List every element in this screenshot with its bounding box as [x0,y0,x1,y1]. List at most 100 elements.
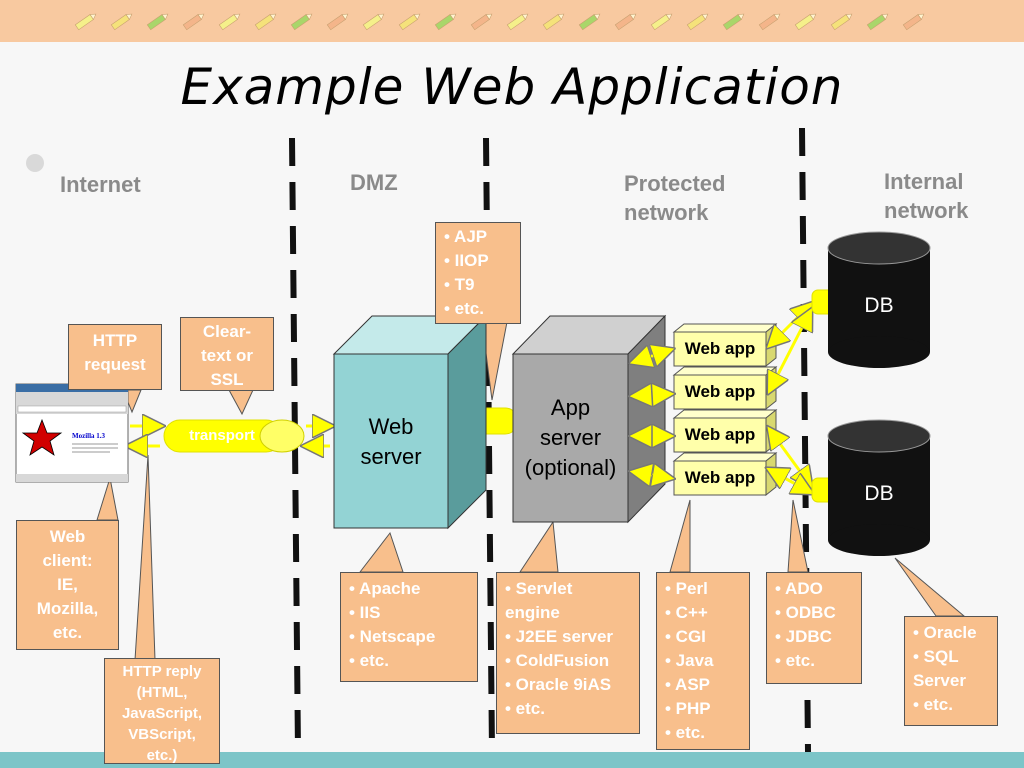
pencil-icon [326,13,349,31]
callout-app-server-item: • ColdFusion [505,651,610,670]
browser-logo-text: Mozilla 1.3 [72,432,106,440]
web-server-label-line-1: Web [368,414,414,439]
callout-web-client-line: etc. [52,623,83,642]
callout-web-client: Web client: IE, Mozilla, etc. [16,520,119,650]
browser-window: Mozilla 1.3 [15,383,129,483]
pointer-languages [669,499,691,573]
callout-web-server-item: • IIS [349,603,381,622]
pointer-cleartext [228,389,254,416]
pencil-icon [74,13,97,31]
callout-db-product-item: • SQL [913,647,959,666]
callout-app-server-item: engine [505,603,560,622]
pointer-db-products [894,557,966,617]
callout-language-item: • PHP [665,699,711,718]
mozilla-star-icon [21,418,63,456]
database-cylinder-1 [827,231,931,368]
zone-protected-line-2: network [624,200,709,225]
callout-http-reply-line: JavaScript, [121,705,203,722]
pencil-icon [398,13,421,31]
pencil-icon [758,13,781,31]
callout-db-access-item: • etc. [775,651,815,670]
zone-label-protected-network: Protected network [624,169,725,227]
pointer-web-client [96,477,119,521]
callout-web-server-products: • Apache • IIS • Netscape • etc. [340,572,478,682]
callout-cleartext-line: SSL [210,370,244,389]
callout-language-item: • Perl [665,579,708,598]
callout-web-client-line: client: [42,551,93,570]
callout-db-access-item: • JDBC [775,627,832,646]
pointer-app-servers [519,520,559,573]
page-title: Example Web Application [180,58,844,116]
callout-web-server-item: • Netscape [349,627,436,646]
web-app-label-1: Web app [684,339,756,358]
callout-app-server-item: • Servlet [505,579,573,598]
pencil-icon [578,13,601,31]
pencil-pattern [74,13,925,31]
callout-http-reply-line: (HTML, [136,684,188,701]
callout-cleartext-line: Clear- [202,322,252,341]
web-server-block [332,314,488,530]
callout-app-server-products: • Servlet engine • J2EE server • ColdFus… [496,572,640,734]
pencil-icon [110,13,133,31]
database-label-2: DB [864,482,894,505]
callout-web-server-item: • Apache [349,579,421,598]
pencil-icon [506,13,529,31]
pencil-icon [146,13,169,31]
callout-language-item: • Java [665,651,714,670]
callout-http-request: HTTP request [68,324,162,390]
pencil-icon [722,13,745,31]
pencil-icon [794,13,817,31]
zone-internal-line-1: Internal [884,169,964,194]
callout-http-reply: HTTP reply (HTML, JavaScript, VBScript, … [104,658,220,764]
callout-web-server-item: • etc. [349,651,389,670]
pencil-icon [470,13,493,31]
webapp-db-arrows [770,305,810,492]
callout-http-reply-line: HTTP reply [122,663,202,680]
zone-internet-line: Internet [60,172,141,197]
callout-db-access: • ADO • ODBC • JDBC • etc. [766,572,862,684]
pointer-web-servers [358,531,404,573]
zone-label-dmz: DMZ [350,168,398,197]
pencil-icon [254,13,277,31]
pencil-icon [434,13,457,31]
callout-http-reply-line: VBScript, [128,726,196,743]
web-app-label-2: Web app [684,382,756,401]
app-webapp-arrows [634,350,670,478]
pencil-icon [902,13,925,31]
callout-protocols-item: • AJP [444,227,488,246]
pointer-http-reply [134,454,156,661]
app-server-label-line-1: App [550,395,591,420]
callout-web-client-line: IE, [57,575,78,594]
web-app-label-4: Web app [684,468,756,487]
pencil-icon [830,13,853,31]
callout-db-products: • Oracle • SQL Server • etc. [904,616,998,726]
pencil-icon [182,13,205,31]
callout-language-item: • CGI [665,627,706,646]
callout-protocols: • AJP • IIOP • T9 • etc. [435,222,521,324]
app-server-label: App server (optional) [508,393,633,483]
web-server-label: Web server [334,412,448,472]
app-server-label-line-3: (optional) [524,455,617,480]
zone-protected-line-1: Protected [624,171,726,196]
callout-http-reply-line: etc.) [146,747,178,764]
callout-http-request-line: request [84,355,146,374]
database-label-1: DB [864,294,894,317]
callout-web-client-line: Web [49,527,86,546]
callout-db-product-item: • etc. [913,695,953,714]
top-decorative-banner [0,0,1024,42]
bullet-dot [26,154,44,172]
pencil-icon [542,13,565,31]
bottom-decorative-banner [0,752,1024,768]
transport-pipe [163,419,305,453]
callout-db-product-item: Server [913,671,966,690]
callout-languages: • Perl • C++ • CGI • Java • ASP • PHP • … [656,572,750,750]
zone-label-internet: Internet [60,170,141,199]
transport-label: transport [189,427,255,444]
callout-cleartext-ssl: Clear- text or SSL [180,317,274,391]
app-server-block [511,314,667,524]
callout-db-access-item: • ADO [775,579,823,598]
callout-language-item: • etc. [665,723,705,742]
callout-protocols-item: • IIOP [444,251,489,270]
callout-web-client-line: Mozilla, [36,599,99,618]
